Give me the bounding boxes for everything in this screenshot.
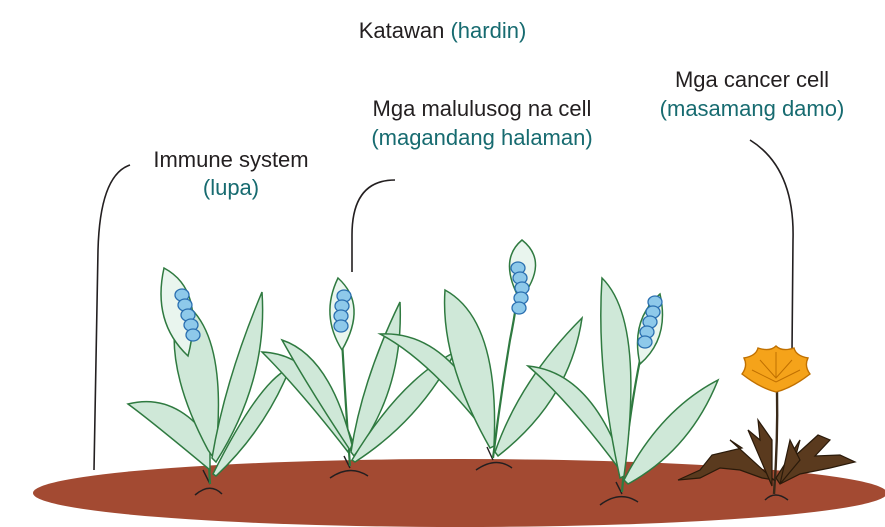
immune-leader-line xyxy=(94,165,130,470)
cancer-cells-label-line2: (masamang damo) xyxy=(632,96,872,122)
healthy-leader-line xyxy=(352,180,395,272)
page-title: Katawan (hardin) xyxy=(0,18,885,44)
healthy-cells-label: Mga malulusog na cell (magandang halaman… xyxy=(334,96,630,151)
healthy-cells-label-line1: Mga malulusog na cell xyxy=(334,96,630,122)
healthy-plant-3 xyxy=(380,240,582,470)
cancer-cells-label-line1: Mga cancer cell xyxy=(632,67,872,93)
healthy-plant-2 xyxy=(262,278,455,478)
cancer-leader-line xyxy=(750,140,793,352)
immune-system-label-line1: Immune system xyxy=(128,147,334,173)
title-paren: (hardin) xyxy=(450,18,526,43)
immune-system-label: Immune system (lupa) xyxy=(128,147,334,201)
immune-system-label-line2: (lupa) xyxy=(128,175,334,201)
healthy-cells-label-line2: (magandang halaman) xyxy=(334,125,630,151)
cancer-cells-label: Mga cancer cell (masamang damo) xyxy=(632,67,872,122)
healthy-plant-1 xyxy=(128,268,290,495)
title-main: Katawan xyxy=(359,18,445,43)
